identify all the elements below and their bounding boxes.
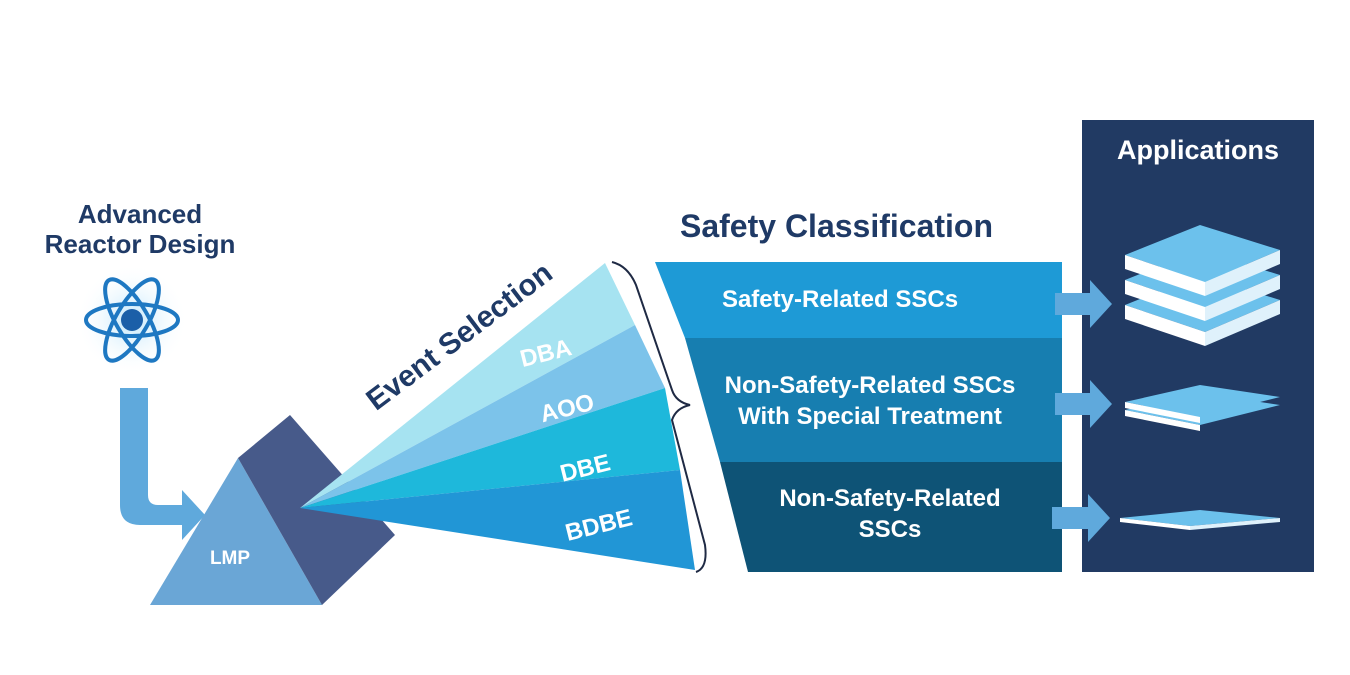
band-2-line1: Non-Safety-Related SSCs [690, 370, 1050, 401]
band-1-line1: Safety-Related SSCs [655, 284, 1025, 315]
design-title: Advanced Reactor Design [20, 200, 260, 260]
design-title-line1: Advanced [20, 200, 260, 230]
lmp-label: LMP [190, 548, 270, 570]
safety-classification-title: Safety Classification [680, 208, 1050, 245]
applications-title: Applications [1082, 135, 1314, 166]
band-3-line1: Non-Safety-Related [730, 483, 1050, 514]
band-2-line2: With Special Treatment [690, 401, 1050, 432]
band-non-safety-label: Non-Safety-Related SSCs [730, 483, 1050, 545]
design-to-lmp-arrow [120, 388, 205, 540]
design-title-line2: Reactor Design [20, 230, 260, 260]
band-special-treatment-label: Non-Safety-Related SSCs With Special Tre… [690, 370, 1050, 432]
applications-panel [1082, 120, 1314, 572]
atom-icon [76, 264, 188, 376]
band-safety-related-label: Safety-Related SSCs [655, 284, 1025, 315]
band-3-line2: SSCs [730, 514, 1050, 545]
